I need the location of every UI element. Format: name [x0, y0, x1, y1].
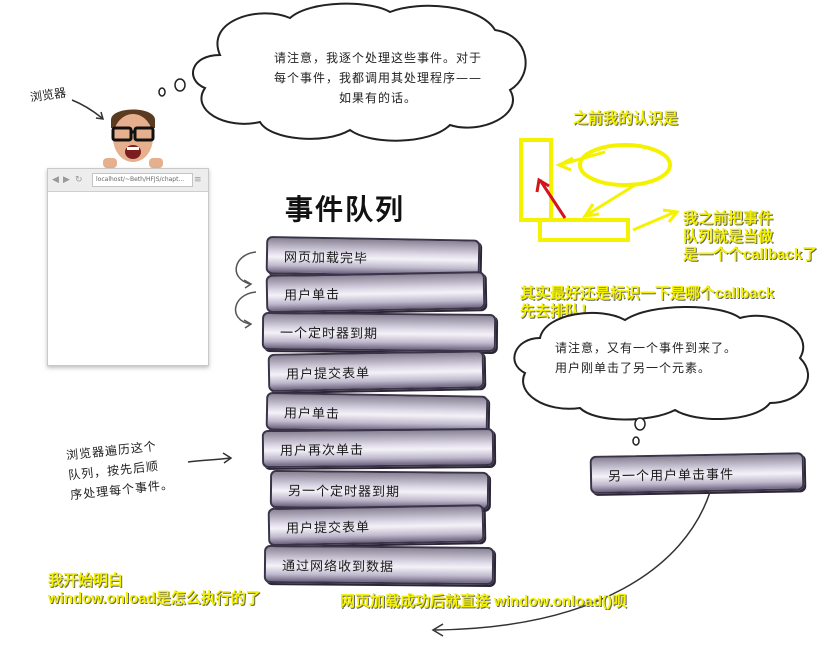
browser-label: 浏览器 — [29, 85, 67, 105]
thought-top-line1: 请注意，我逐个处理这些事件。对于 — [273, 51, 482, 65]
queue-title: 事件队列 — [285, 193, 406, 226]
event-label: 用户提交表单 — [285, 520, 371, 537]
thought-top-line3: 如果有的话。 — [338, 91, 417, 105]
better-mark-line1: 其实最好还是标识一下是哪个callback — [520, 285, 775, 302]
new-event-arrow — [431, 491, 711, 637]
event-label: 网页加载完毕 — [283, 250, 369, 267]
treated-as-line3: 是一个个callback了 — [683, 246, 818, 263]
browser-label-arrow — [71, 99, 105, 120]
thought-right-text: 请注意，又有一个事件到来了。 用户刚单击了另一个元素。 — [555, 338, 737, 378]
event-label: 用户单击 — [283, 406, 341, 423]
browser-note-arrow — [187, 452, 233, 464]
browser-url-bar[interactable]: localhost/~Beth/HFJS/chapt... — [92, 173, 193, 187]
browser-toolbar: ◀ ▶ ↻ localhost/~Beth/HFJS/chapt... ≡ — [48, 169, 208, 192]
annotation-treated-as: 我之前把事件 队列就是当做 是一个个callback了 — [683, 210, 817, 264]
reload-icon[interactable]: ↻ — [75, 175, 83, 185]
event-label: 用户再次单击 — [279, 443, 365, 459]
event-item: 用户提交表单 — [267, 350, 485, 392]
queue-flow-arrows — [234, 251, 257, 329]
treated-as-line1: 我之前把事件 — [683, 210, 774, 227]
person-avatar — [103, 109, 163, 168]
start-understand-line1: 我开始明白 — [48, 572, 124, 589]
thought-right-line1: 请注意，又有一个事件到来了。 — [555, 341, 738, 355]
event-item: 用户再次单击 — [261, 427, 495, 468]
browser-note: 浏览器遍历这个 队列，按先后顺 序处理每个事件。 — [65, 435, 175, 506]
event-item: 一个定时器到期 — [261, 312, 497, 353]
forward-icon[interactable]: ▶ — [63, 175, 70, 185]
browser-window: ◀ ▶ ↻ localhost/~Beth/HFJS/chapt... ≡ — [47, 168, 209, 366]
annotation-start-understand: 我开始明白 window.onload是怎么执行的了 — [48, 572, 261, 608]
annotation-before-understanding: 之前我的认识是 — [573, 110, 679, 127]
annotation-page-loaded: 网页加载成功后就直接 window.onload()呗 — [340, 593, 627, 610]
event-label: 用户单击 — [283, 287, 341, 304]
event-label: 一个定时器到期 — [279, 326, 379, 343]
treated-as-line2: 队列就是当做 — [683, 228, 774, 245]
thought-cloud-top — [158, 2, 527, 142]
event-label: 通过网络收到数据 — [281, 559, 395, 576]
event-label: 另一个定时器到期 — [287, 484, 401, 501]
thought-top-line2: 每个事件，我都调用其处理程序—— — [273, 71, 482, 85]
yellow-sketch — [519, 138, 680, 242]
new-event-label: 另一个用户单击事件 — [607, 467, 735, 485]
start-understand-line2: window.onload是怎么执行的了 — [48, 590, 261, 607]
thought-right-line2: 用户刚单击了另一个元素。 — [555, 361, 712, 375]
thought-cloud-right — [513, 306, 810, 446]
thought-top-text: 请注意，我逐个处理这些事件。对于 每个事件，我都调用其处理程序—— 如果有的话。 — [238, 48, 518, 108]
event-item: 用户单击 — [265, 271, 486, 313]
back-icon[interactable]: ◀ — [52, 175, 59, 185]
menu-icon[interactable]: ≡ — [194, 175, 202, 185]
event-label: 用户提交表单 — [285, 366, 371, 383]
